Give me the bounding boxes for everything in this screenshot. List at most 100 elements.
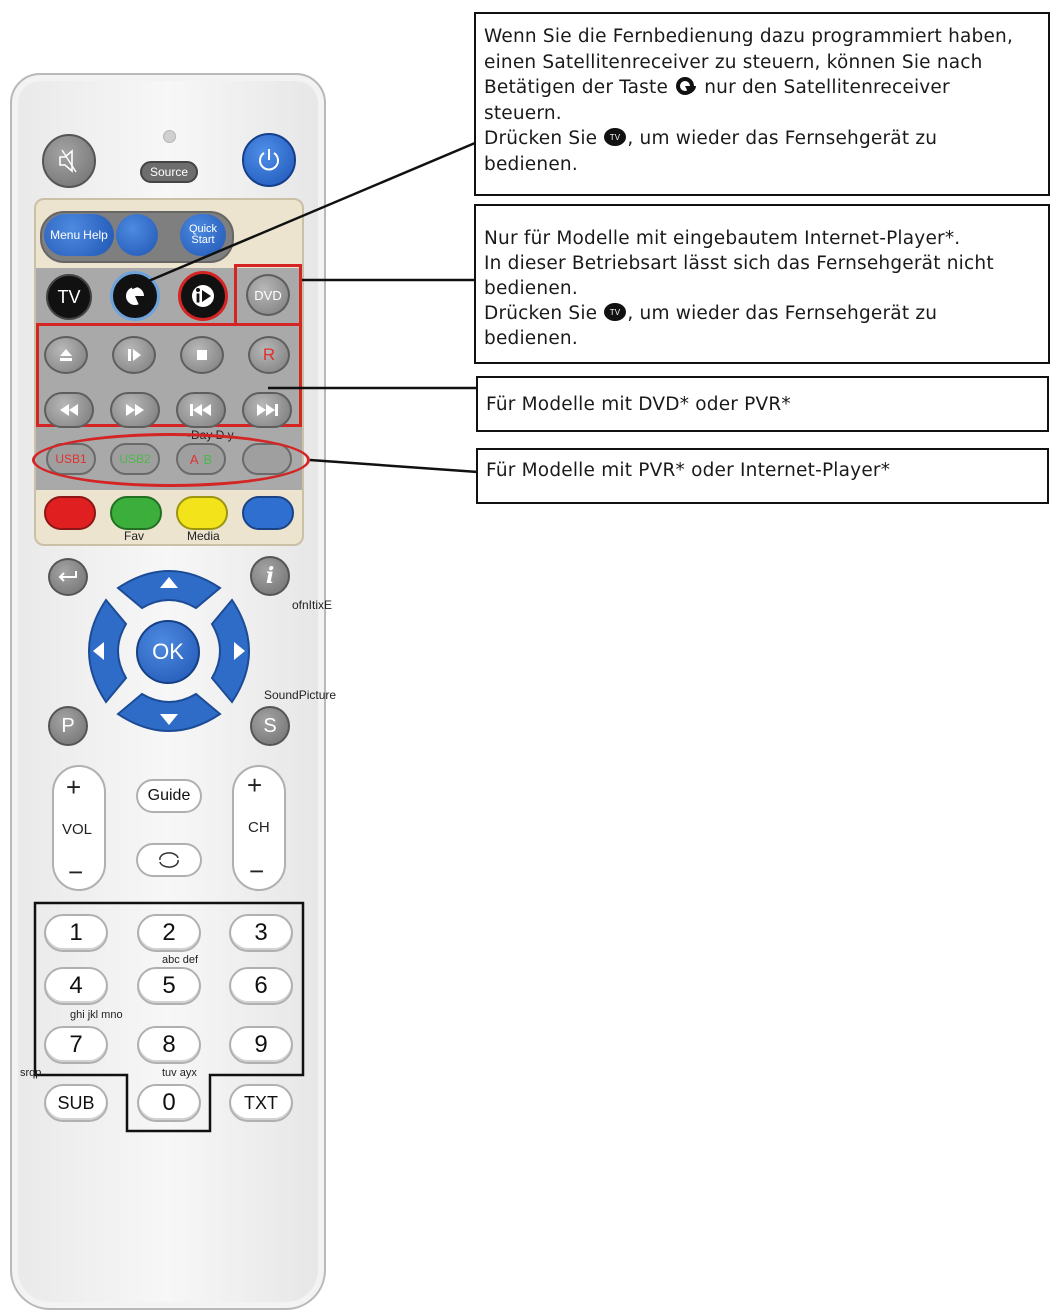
dvd-button[interactable]: DVD [246, 274, 290, 316]
number-key-5[interactable]: 5 [137, 967, 201, 1005]
s-label: S [263, 714, 277, 737]
tv-key-icon: TV [604, 128, 627, 146]
callout-satellite-line-3-start: Betätigen der Taste [484, 77, 669, 98]
nav-down-button[interactable] [116, 692, 222, 732]
sub-button[interactable]: SUB [44, 1084, 108, 1122]
number-key-0-label: 0 [162, 1089, 176, 1116]
number-key-1-label: 1 [69, 919, 83, 946]
number-key-7-label: 7 [69, 1031, 83, 1058]
s-button[interactable]: S [250, 706, 290, 746]
number-key-6[interactable]: 6 [229, 967, 293, 1005]
skip-forward-button[interactable] [242, 392, 292, 428]
callout-dvd-pvr-text: Für Modelle mit DVD* oder PVR* [486, 394, 791, 415]
info-button[interactable]: i [250, 556, 290, 596]
number-key-8[interactable]: 8 [137, 1026, 201, 1064]
rewind-button[interactable] [44, 392, 94, 428]
number-key-4-label: 4 [69, 972, 83, 999]
media-label: Media [187, 529, 220, 543]
blue-button[interactable] [242, 496, 294, 530]
eject-button[interactable] [44, 336, 88, 374]
nav-up-button[interactable] [116, 570, 222, 610]
quick-start-button[interactable]: Quick Start [180, 214, 226, 256]
pvr-internet-highlight-ellipse [32, 433, 310, 487]
power-icon [259, 149, 279, 171]
internet-mode-button[interactable] [178, 271, 228, 321]
number-key-8-label: 8 [162, 1031, 176, 1058]
txt-button[interactable]: TXT [229, 1084, 293, 1122]
eject-icon [60, 349, 72, 361]
callout-satellite-line-5-start: Drücken Sie [484, 128, 598, 149]
yellow-button[interactable] [176, 496, 228, 530]
p-button[interactable]: P [48, 706, 88, 746]
navigation-pad [88, 570, 250, 732]
callout-dvd-pvr: Für Modelle mit DVD* oder PVR* [476, 376, 1049, 432]
number-key-7[interactable]: 7 [44, 1026, 108, 1064]
callout-satellite-line-3-end: nur den Satellitenreceiver [704, 77, 950, 98]
stop-button[interactable] [180, 336, 224, 374]
callout-satellite: Wenn Sie die Fernbedienung dazu programm… [474, 12, 1050, 196]
record-label: R [262, 345, 276, 364]
sub-label: SUB [57, 1092, 95, 1113]
number-key-4[interactable]: 4 [44, 967, 108, 1005]
guide-button[interactable]: Guide [136, 779, 202, 813]
record-button[interactable]: R [248, 336, 290, 374]
callout-pvr-internet-text: Für Modelle mit PVR* oder Internet-Playe… [486, 460, 891, 481]
nav-left-button[interactable] [88, 598, 128, 704]
stop-icon [197, 350, 207, 360]
fast-forward-button[interactable] [110, 392, 160, 428]
number-key-9-label: 9 [254, 1031, 268, 1058]
channel-label: CH [248, 819, 270, 836]
internet-highlight-frame [234, 264, 302, 326]
number-key-0[interactable]: 0 [137, 1084, 201, 1122]
skip-back-button[interactable] [176, 392, 226, 428]
nav-right-button[interactable] [210, 598, 250, 704]
number-key-2[interactable]: 2 [137, 914, 201, 952]
number-key-9[interactable]: 9 [229, 1026, 293, 1064]
channel-up-label[interactable]: + [247, 770, 263, 800]
leader-line-satellite [131, 141, 476, 290]
number-key-5-label: 5 [162, 972, 176, 999]
callout-satellite-line-5-end: , um wieder das Fernsehgerät zu [627, 128, 938, 149]
guide-label: Guide [147, 787, 191, 804]
callout-satellite-line-2: einen Satellitenreceiver zu steuern, kön… [484, 51, 983, 73]
txt-label: TXT [244, 1092, 278, 1113]
volume-down-label[interactable]: − [68, 857, 84, 887]
menu-help-button[interactable]: Menu Help [44, 214, 114, 256]
swap-button[interactable] [136, 843, 202, 877]
info-icon: i [265, 563, 275, 589]
blank-blue-button[interactable] [116, 214, 158, 256]
red-button[interactable] [44, 496, 96, 530]
channel-rocker[interactable] [232, 765, 286, 891]
source-label: Source [149, 165, 189, 179]
callout-internet-line-1: Nur für Modelle mit eingebautem Internet… [484, 228, 961, 249]
green-button[interactable] [110, 496, 162, 530]
back-arrow-icon [58, 571, 77, 582]
ok-label: OK [152, 639, 184, 664]
internet-player-icon [192, 285, 214, 307]
volume-up-label[interactable]: + [66, 772, 82, 802]
dvd-label: DVD [254, 287, 282, 303]
number-key-3[interactable]: 3 [229, 914, 293, 952]
callout-internet-line-2: In dieser Betriebsart lässt sich das Fer… [484, 253, 994, 274]
tv-button[interactable]: TV [46, 274, 92, 320]
callout-internet-player: Nur für Modelle mit eingebautem Internet… [474, 204, 1050, 364]
number-key-2-label: 2 [162, 919, 176, 946]
play-pause-button[interactable] [112, 336, 156, 374]
ok-button[interactable]: OK [136, 620, 200, 684]
p-label: P [61, 714, 75, 737]
callout-satellite-line-6: bedienen. [484, 153, 578, 175]
callout-satellite-line-4: steuern. [484, 102, 562, 124]
satellite-key-icon [676, 77, 697, 95]
mute-button[interactable] [42, 134, 96, 188]
svg-text:TV: TV [610, 308, 621, 317]
svg-text:TV: TV [610, 133, 621, 142]
channel-down-label[interactable]: − [249, 856, 265, 886]
tv-label: TV [57, 286, 81, 307]
play-pause-icon [128, 349, 141, 361]
source-button[interactable]: Source [140, 161, 198, 183]
number-key-1[interactable]: 1 [44, 914, 108, 952]
power-button[interactable] [242, 133, 296, 187]
volume-rocker[interactable] [52, 765, 106, 891]
back-button[interactable] [48, 558, 88, 596]
